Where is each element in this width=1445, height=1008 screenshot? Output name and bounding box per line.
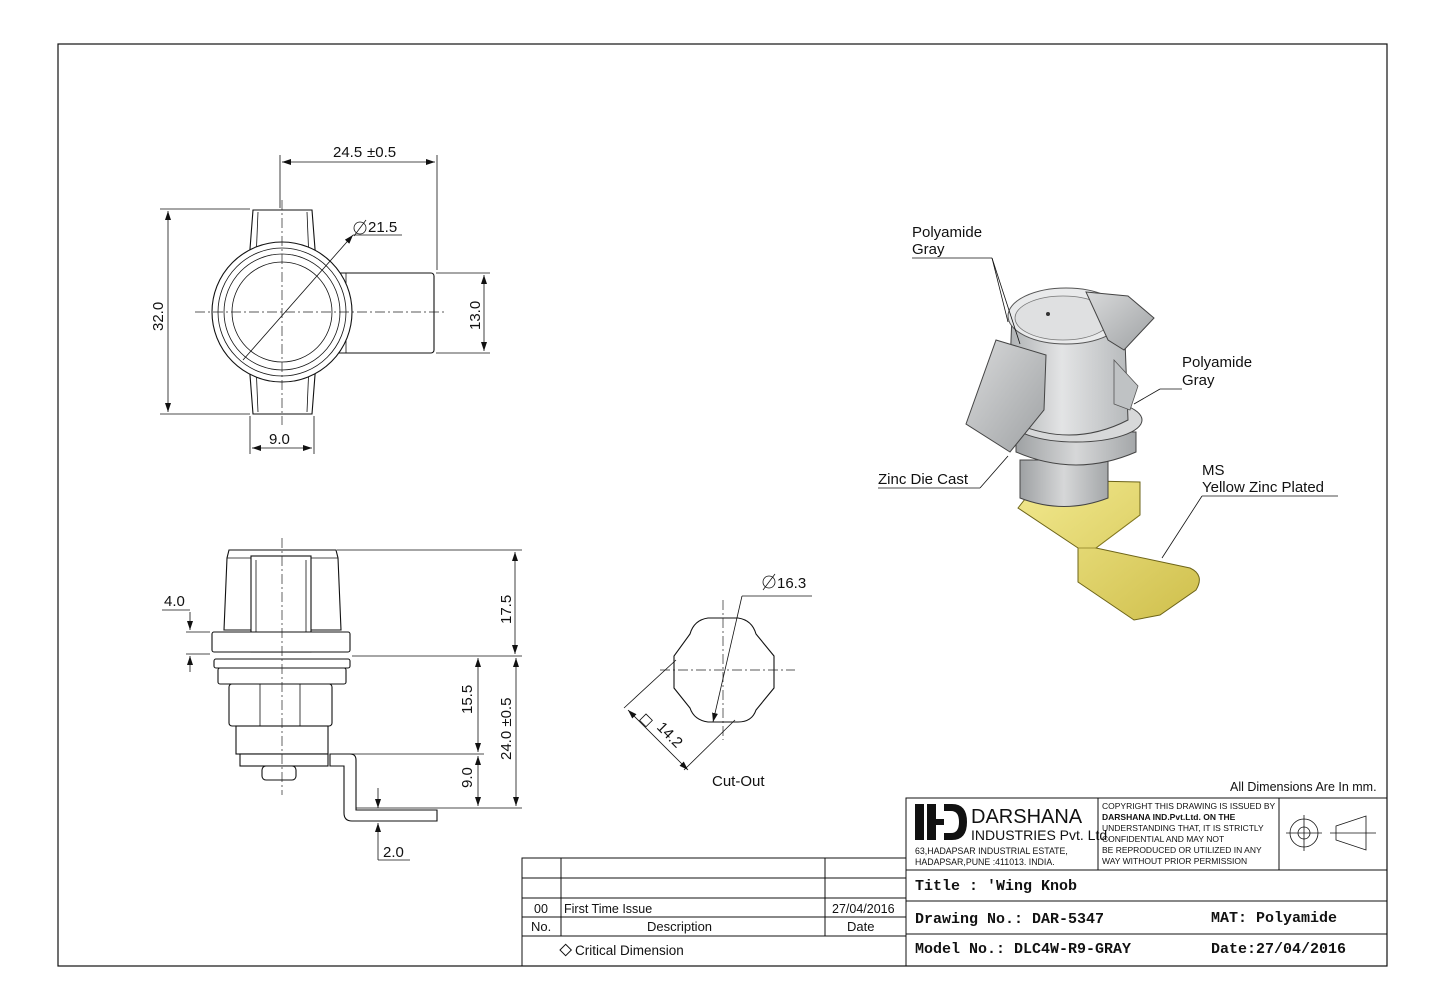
dim-height-overall: 32.0 — [150, 302, 167, 331]
drawing-number: Drawing No.: DAR-5347 — [915, 911, 1104, 928]
dim-cam-width: 13.0 — [467, 301, 484, 330]
dim-top-width-tol: ±0.5 — [367, 144, 396, 161]
dim-cutout-diameter: 16.3 — [777, 575, 806, 592]
company-subname: INDUSTRIES Pvt. Ltd. — [971, 827, 1111, 843]
copyright-line-1: COPYRIGHT THIS DRAWING IS ISSUED BY — [1102, 801, 1276, 811]
critical-dimension-icon — [559, 943, 573, 957]
material: MAT: Polyamide — [1211, 910, 1337, 927]
dim-cutout-flats: 14.2 — [653, 719, 686, 752]
dim-cam-thickness: 2.0 — [383, 844, 404, 861]
company-address-1: 63,HADAPSAR INDUSTRIAL ESTATE, — [915, 846, 1068, 856]
callout-knob-material-1: Polyamide — [912, 224, 982, 241]
revision-header-date: Date — [847, 919, 874, 934]
callout-cam-material-1: MS — [1202, 462, 1225, 479]
dim-top-width: 24.5 — [333, 144, 362, 161]
callout-cam-material-2: Yellow Zinc Plated — [1202, 479, 1324, 496]
copyright-line-2: DARSHANA IND.Pvt.Ltd. ON THE — [1102, 812, 1236, 822]
company-logo — [915, 804, 967, 840]
revision-header-description: Description — [647, 919, 712, 934]
revision-description: First Time Issue — [564, 902, 652, 916]
copyright-line-6: WAY WITHOUT PRIOR PERMISSION — [1102, 856, 1247, 866]
model-number: Model No.: DLC4W-R9-GRAY — [915, 941, 1131, 958]
callout-wing-material-1: Polyamide — [1182, 354, 1252, 371]
drawing-date: Date:27/04/2016 — [1211, 941, 1346, 958]
top-view-dimensions: 24.5 ±0.5 21.5 32.0 13.0 9.0 — [150, 144, 490, 454]
copyright-line-4: CONFIDENTIAL AND MAY NOT — [1102, 834, 1224, 844]
copyright-line-5: BE REPRODUCED OR UTILIZED IN ANY — [1102, 845, 1262, 855]
units-note: All Dimensions Are In mm. — [1230, 780, 1377, 794]
top-view — [195, 200, 445, 425]
callout-body-material: Zinc Die Cast — [878, 471, 969, 488]
dim-thread-length: 15.5 — [459, 685, 476, 714]
critical-dimension-legend: Critical Dimension — [575, 943, 684, 958]
dim-knob-height: 17.5 — [498, 595, 515, 624]
revision-no: 00 — [534, 902, 548, 916]
callout-knob-material-2: Gray — [912, 241, 945, 258]
side-view-dimensions: 17.5 24.0 ±0.5 15.5 9.0 4.0 2.0 — [162, 549, 522, 861]
dim-diameter-knob: 21.5 — [368, 219, 397, 236]
company-address-2: HADAPSAR,PUNE :411013. INDIA. — [915, 857, 1055, 867]
revision-header-no: No. — [531, 919, 551, 934]
cutout-label: Cut-Out — [712, 773, 765, 790]
dim-bottom-width: 9.0 — [269, 431, 290, 448]
projection-symbol-icon — [1286, 815, 1376, 851]
dim-panel-to-cam: 24.0 ±0.5 — [498, 698, 515, 760]
cutout-view: 16.3 14.2 Cut-Out — [623, 573, 812, 790]
side-view — [211, 538, 438, 822]
isometric-render — [965, 287, 1200, 621]
left-wing — [965, 339, 1047, 453]
company-name: DARSHANA — [971, 806, 1083, 828]
right-wing — [1085, 291, 1155, 351]
callout-wing-material-2: Gray — [1182, 372, 1215, 389]
title-text: Title : 'Wing Knob — [915, 878, 1077, 895]
title-block: DARSHANA INDUSTRIES Pvt. Ltd. 63,HADAPSA… — [905, 797, 1388, 967]
dim-flange-thickness: 4.0 — [164, 593, 185, 610]
revision-date: 27/04/2016 — [832, 902, 895, 916]
callouts: Polyamide Gray Polyamide Gray Zinc Die C… — [878, 224, 1338, 559]
copyright-line-3: UNDERSTANDING THAT, IT IS STRICTLY — [1102, 823, 1264, 833]
revision-table: 00 First Time Issue 27/04/2016 No. Descr… — [521, 857, 907, 967]
dim-cam-offset: 9.0 — [459, 767, 476, 788]
